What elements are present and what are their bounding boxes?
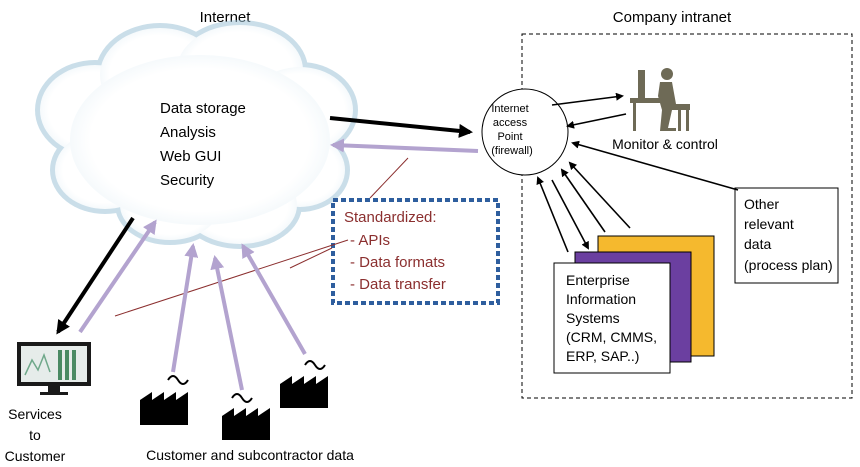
eis-line-5: ERP, SAP..) bbox=[566, 348, 639, 364]
eis-line-1: Enterprise bbox=[566, 272, 630, 288]
cloud-icon bbox=[35, 20, 358, 249]
monitor-icon bbox=[17, 342, 91, 395]
factory-icon bbox=[280, 360, 328, 408]
standardized-item-3: - Data transfer bbox=[350, 276, 446, 293]
access-point-circle bbox=[481, 88, 569, 176]
access-point-line-4: (firewall) bbox=[491, 145, 533, 157]
access-to-eis-arrow bbox=[551, 179, 589, 250]
eis-to-access-arrow-2 bbox=[560, 168, 606, 233]
cloud-line-3: Web GUI bbox=[160, 148, 221, 165]
factory-2-to-cloud-arrow bbox=[210, 255, 244, 391]
access-point-line-3: Point bbox=[497, 131, 522, 143]
services-to-cloud-arrow bbox=[78, 219, 157, 334]
standardized-item-1: - APIs bbox=[350, 232, 390, 249]
factory-icon bbox=[222, 393, 270, 440]
access-point-line-1: Internet bbox=[491, 103, 528, 115]
eis-front-card bbox=[553, 262, 671, 374]
eis-line-2: Information bbox=[566, 291, 636, 307]
other-data-line-1: Other bbox=[744, 196, 779, 212]
other-data-line-3: data bbox=[744, 236, 771, 252]
services-line-1: Services bbox=[8, 406, 62, 422]
factories-label: Customer and subcontractor data bbox=[146, 447, 354, 463]
intranet-label: Company intranet bbox=[613, 9, 732, 26]
eis-to-access-arrow-3 bbox=[568, 161, 631, 229]
standardized-box bbox=[331, 198, 500, 305]
intranet-boundary bbox=[521, 33, 853, 399]
cloud-to-access-arrow bbox=[329, 116, 473, 138]
services-line-3: Customer bbox=[5, 448, 66, 464]
factory-3-to-cloud-arrow bbox=[241, 243, 307, 355]
connector-line-2 bbox=[289, 247, 333, 269]
access-point-line-2: access bbox=[493, 117, 528, 129]
person-at-computer-icon bbox=[630, 68, 690, 131]
monitor-label: Monitor & control bbox=[612, 136, 718, 152]
cloud-line-1: Data storage bbox=[160, 100, 246, 117]
connector-line-3 bbox=[114, 239, 349, 317]
monitor-to-access-arrow bbox=[566, 113, 627, 129]
cloud-to-services-arrow bbox=[56, 216, 135, 335]
factory-1-to-cloud-arrow bbox=[171, 243, 199, 373]
other-data-line-4: (process plan) bbox=[744, 257, 833, 273]
services-line-2: to bbox=[29, 427, 41, 443]
standardized-title: Standardized: bbox=[344, 209, 437, 226]
eis-line-4: (CRM, CMMS, bbox=[566, 329, 657, 345]
factory-icon bbox=[140, 375, 189, 425]
other-data-to-access-arrow bbox=[571, 140, 739, 191]
eis-line-3: Systems bbox=[566, 310, 620, 326]
eis-to-access-arrow-1 bbox=[536, 176, 569, 253]
connector-line-1 bbox=[369, 157, 409, 199]
access-to-monitor-arrow bbox=[551, 92, 624, 106]
standardized-item-2: - Data formats bbox=[350, 254, 445, 271]
cloud-line-2: Analysis bbox=[160, 124, 216, 141]
other-data-box bbox=[734, 187, 839, 284]
cloud-line-4: Security bbox=[160, 172, 215, 189]
other-data-line-2: relevant bbox=[744, 216, 794, 232]
access-to-cloud-arrow bbox=[330, 138, 479, 153]
